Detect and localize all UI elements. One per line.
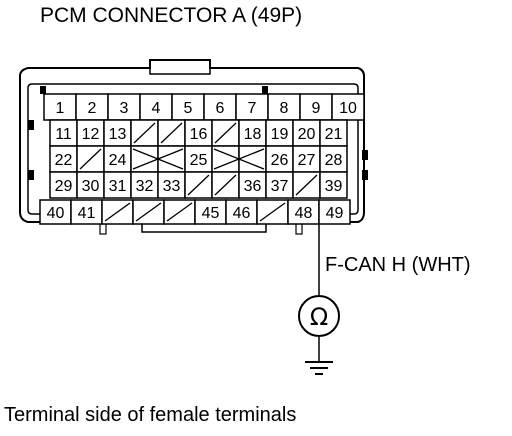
terminal-number: 30 <box>82 178 100 195</box>
terminal-number: 46 <box>233 205 251 222</box>
terminal-cell <box>299 93 333 121</box>
terminal-number: 2 <box>88 100 97 117</box>
terminal-cell <box>49 145 78 173</box>
key-right-top <box>362 150 368 160</box>
unused-terminal-mark <box>259 202 286 222</box>
terminal-cell <box>318 199 351 225</box>
terminal-number: 45 <box>202 205 220 222</box>
unused-terminal-mark <box>160 122 183 144</box>
unused-terminal-mark <box>187 174 210 196</box>
unused-terminal-mark <box>135 202 162 222</box>
terminal-number: 1 <box>56 100 65 117</box>
terminal-cell <box>49 119 78 147</box>
terminal-number: 11 <box>55 126 72 143</box>
terminal-number: 3 <box>120 100 129 117</box>
connector-inner-wall <box>27 83 359 215</box>
key-left-bottom <box>28 170 34 180</box>
terminal-cell <box>194 199 227 225</box>
terminal-number: 37 <box>271 178 289 195</box>
terminal-number: 49 <box>326 205 344 222</box>
terminal-cell <box>70 199 103 225</box>
terminal-cell <box>76 171 105 199</box>
unused-terminal-cross <box>213 148 265 170</box>
terminal-number: 27 <box>298 152 316 169</box>
terminal-cell <box>331 93 365 121</box>
terminal-cell <box>225 199 258 225</box>
terminal-number: 7 <box>248 100 257 117</box>
unused-terminal-cross <box>132 148 184 170</box>
terminal-number: 40 <box>47 205 65 222</box>
terminal-number: 39 <box>325 178 343 195</box>
terminal-number: 8 <box>280 100 289 117</box>
terminal-cell <box>130 171 159 199</box>
wire-label: F-CAN H (WHT) <box>325 254 471 276</box>
terminal-number: 13 <box>109 126 127 143</box>
terminal-cell <box>43 93 77 121</box>
ohmmeter-symbol: Ω <box>310 303 328 331</box>
key-top-right <box>262 86 268 94</box>
terminal-cell <box>157 171 186 199</box>
diagram-title: PCM CONNECTOR A (49P) <box>40 4 303 27</box>
terminal-number: 25 <box>190 152 208 169</box>
lock-tab <box>149 59 211 75</box>
terminal-number: 16 <box>190 126 208 143</box>
terminal-number: 19 <box>271 126 289 143</box>
unused-terminal-mark <box>79 148 102 170</box>
terminal-cell <box>319 119 348 147</box>
terminal-cell <box>265 171 294 199</box>
terminal-number: 22 <box>55 152 73 169</box>
terminal-number: 24 <box>109 152 127 169</box>
terminal-cell <box>235 93 269 121</box>
terminal-cell <box>103 171 132 199</box>
terminal-number: 12 <box>82 126 100 143</box>
unused-terminal-mark <box>214 122 237 144</box>
view-note: Terminal side of female terminals <box>4 404 297 426</box>
terminal-cell <box>75 93 109 121</box>
key-right-bottom <box>362 170 368 180</box>
terminal-number: 31 <box>109 178 127 195</box>
terminal-number: 21 <box>325 126 343 143</box>
terminal-number: 32 <box>136 178 154 195</box>
terminal-number: 36 <box>244 178 262 195</box>
unused-terminal-mark <box>104 202 131 222</box>
terminal-cell <box>319 171 348 199</box>
key-top-left <box>40 86 46 94</box>
terminal-number: 41 <box>78 205 96 222</box>
terminal-number: 20 <box>298 126 316 143</box>
terminal-number: 33 <box>163 178 181 195</box>
ground-icon <box>305 361 333 375</box>
terminal-number: 29 <box>55 178 73 195</box>
terminal-number: 26 <box>271 152 289 169</box>
unused-terminal-mark <box>133 122 156 144</box>
terminal-cell <box>319 145 348 173</box>
terminal-number: 4 <box>152 100 161 117</box>
unused-terminal-mark <box>214 174 237 196</box>
terminal-number: 28 <box>325 152 343 169</box>
terminal-number: 10 <box>339 100 357 117</box>
terminal-cell <box>103 119 132 147</box>
terminal-number: 6 <box>216 100 225 117</box>
terminal-number: 48 <box>295 205 313 222</box>
unused-terminal-mark <box>295 174 318 196</box>
terminal-cell <box>39 199 72 225</box>
bottom-latch <box>141 222 267 233</box>
connector-housing <box>19 59 365 223</box>
terminal-number: 18 <box>244 126 262 143</box>
terminal-number: 5 <box>184 100 193 117</box>
terminal-number: 9 <box>312 100 321 117</box>
unused-terminal-mark <box>166 202 193 222</box>
key-left-top <box>28 120 34 130</box>
